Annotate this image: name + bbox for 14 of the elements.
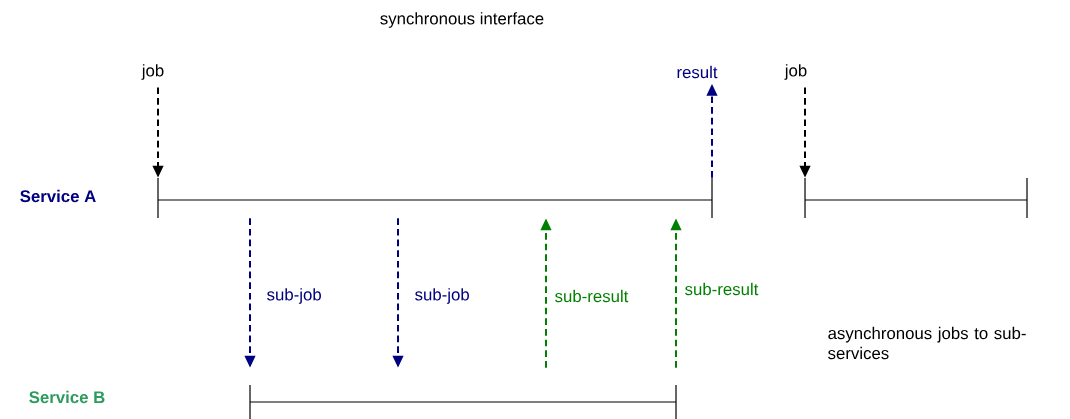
timeline-bar <box>157 177 713 219</box>
edge-label: sub-result <box>553 288 630 304</box>
timeline-bar <box>249 384 677 419</box>
edge-label: sub-result <box>683 281 760 297</box>
event-label: job <box>141 64 164 80</box>
service-name: Service A <box>20 189 96 203</box>
event-label: job <box>784 64 807 80</box>
note: asynchronous jobs to sub-services <box>828 326 1026 360</box>
edge-label: sub-job <box>413 286 472 306</box>
edge-label: sub-job <box>265 286 324 306</box>
event-label: result <box>677 65 718 79</box>
heading: synchronous interface <box>380 12 544 28</box>
timeline-bar <box>804 177 1028 219</box>
service-name: Service B <box>29 390 105 404</box>
